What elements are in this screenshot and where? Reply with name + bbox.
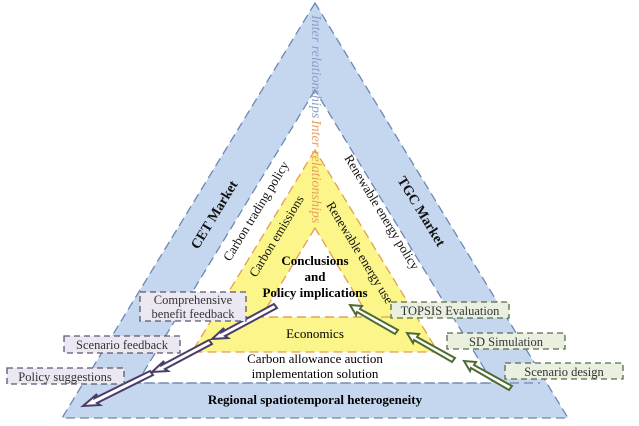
scenario-design-box: Scenario design: [504, 362, 624, 380]
svg-text:SD Simulation: SD Simulation: [469, 335, 544, 349]
arrow-icon: [149, 338, 214, 374]
svg-text:benefit feedback: benefit feedback: [152, 307, 236, 321]
economics-label: Economics: [286, 326, 344, 341]
svg-text:Scenario feedback: Scenario feedback: [76, 338, 169, 352]
arrow-icon: [405, 331, 457, 364]
carbon-allowance-label-2: implementation solution: [252, 366, 379, 381]
policy-suggestions-box: Policy suggestions: [6, 367, 125, 385]
scenario-feedback-box: Scenario feedback: [63, 335, 181, 354]
svg-text:Policy suggestions: Policy suggestions: [18, 370, 112, 384]
topsis-evaluation-box: TOPSIS Evaluation: [390, 301, 510, 319]
regional-heterogeneity-label: Regional spatiotemporal heterogeneity: [208, 392, 423, 407]
carbon-allowance-label-1: Carbon allowance auction: [247, 351, 383, 366]
outer-inter-relationships-label: Inter relationships: [308, 14, 323, 119]
arrow-icon: [462, 359, 514, 392]
arrow-icon: [348, 303, 400, 336]
feedback-arrows: [80, 302, 279, 408]
center-line-2: and: [305, 269, 327, 284]
middle-inter-relationships-label: Inter relationships: [308, 119, 323, 224]
center-line-3: Policy implications: [262, 285, 367, 300]
svg-text:Scenario design: Scenario design: [524, 365, 604, 379]
arrow-icon: [209, 302, 279, 341]
sd-simulation-box: SD Simulation: [446, 332, 566, 350]
center-line-1: Conclusions: [281, 253, 348, 268]
svg-text:Comprehensive: Comprehensive: [154, 293, 233, 307]
svg-text:TOPSIS Evaluation: TOPSIS Evaluation: [401, 304, 500, 318]
comprehensive-benefit-feedback-box: Comprehensive benefit feedback: [139, 291, 247, 322]
evaluation-arrows: [348, 303, 514, 392]
arrow-icon: [80, 369, 155, 408]
